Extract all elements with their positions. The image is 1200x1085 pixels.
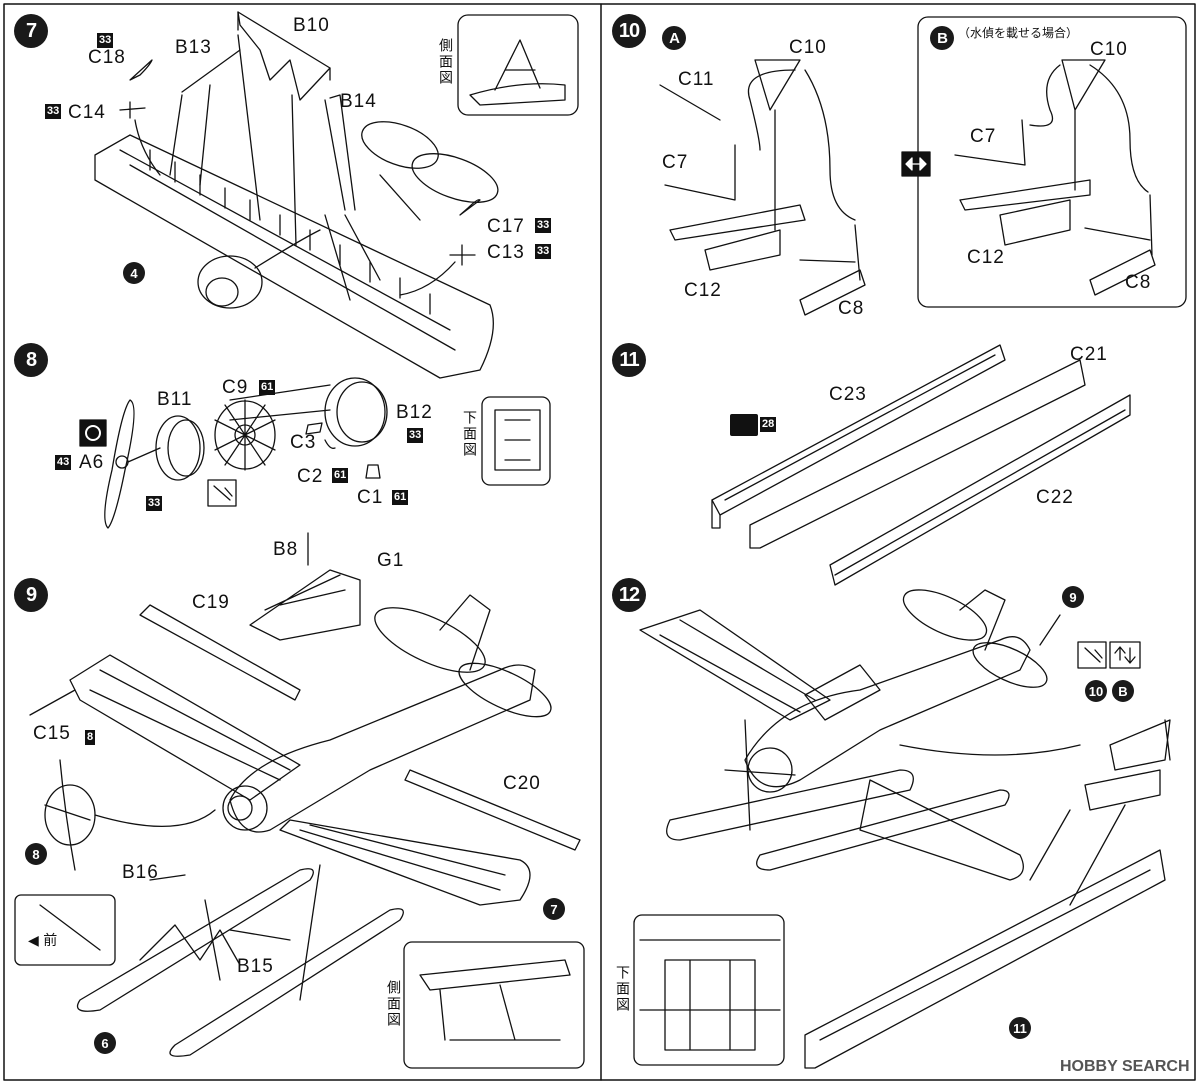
- step-ref-badge: 6: [94, 1032, 116, 1054]
- step12-glue-note: [1077, 641, 1107, 669]
- part-label: B13: [175, 37, 212, 58]
- part-label: C15: [33, 723, 71, 744]
- part-label: C10: [789, 37, 827, 58]
- step11-rails: [711, 344, 1131, 586]
- part-label: C12: [967, 247, 1005, 268]
- step12-updown-note: [1109, 641, 1141, 669]
- rotate-icon: [79, 419, 107, 447]
- part-label: C2: [297, 466, 324, 487]
- paint-code: 61: [259, 380, 276, 395]
- step9-side-view-art: [419, 959, 571, 1041]
- part-label: B8: [273, 539, 299, 560]
- step-11-badge: 11: [612, 343, 646, 377]
- part-label: C3: [290, 432, 317, 453]
- step12-aircraft: [639, 589, 1061, 881]
- paint-code: 43: [55, 455, 72, 470]
- part-label: B12: [396, 402, 433, 423]
- option-b-note: （水偵を載せる場合）: [958, 26, 1079, 40]
- paint-code: 61: [392, 490, 409, 505]
- step7-upper-wing: [94, 121, 499, 379]
- step-ref-badge: 8: [25, 843, 47, 865]
- part-label: C20: [503, 773, 541, 794]
- step-7-badge: 7: [14, 14, 48, 48]
- step7-struts: [119, 11, 481, 301]
- part-label: C11: [678, 69, 715, 90]
- paint-code: 61: [332, 468, 349, 483]
- part-label: C7: [970, 126, 997, 147]
- step8-engine: [104, 377, 388, 529]
- paint-code: 33: [407, 428, 424, 443]
- part-label: C10: [1090, 39, 1128, 60]
- step-ref-badge: 7: [543, 898, 565, 920]
- front-direction-note: ◀ 前: [28, 933, 58, 949]
- part-label: C17: [487, 216, 525, 237]
- part-label: C7: [662, 152, 689, 173]
- step-12-badge: 12: [612, 578, 646, 612]
- front-label: 前: [43, 933, 58, 949]
- step9-front-note-art: [39, 904, 101, 951]
- step10-catapult-a: [659, 59, 866, 316]
- part-label: C14: [68, 102, 106, 123]
- step9-front-note-frame: [14, 894, 116, 966]
- part-label: B15: [237, 956, 274, 977]
- bottom-view-caption: 下面図: [461, 410, 477, 458]
- step-9-badge: 9: [14, 578, 48, 612]
- side-view-caption: 側面図: [437, 38, 453, 86]
- paint-code: 33: [146, 496, 163, 511]
- part-label: B14: [340, 91, 377, 112]
- step7-side-view-art: [469, 39, 566, 106]
- part-label: B11: [157, 389, 193, 410]
- page-border: [3, 3, 1196, 1081]
- paint-code: 33: [535, 244, 552, 259]
- part-label: C22: [1036, 487, 1074, 508]
- paint-code: 33: [97, 33, 114, 48]
- step12-bottom-view-frame: [633, 914, 785, 1066]
- part-label: C19: [192, 592, 230, 613]
- part-label: G1: [377, 550, 405, 571]
- step-ref-badge: 9: [1062, 586, 1084, 608]
- step10-option-b-frame: [917, 16, 1187, 308]
- option-ref-badge: B: [1112, 680, 1134, 702]
- part-label: B10: [293, 15, 330, 36]
- part-label: C12: [684, 280, 722, 301]
- step10-catapult-b: [954, 59, 1156, 296]
- option-b-badge: B: [930, 26, 954, 50]
- part-label: C23: [829, 384, 867, 405]
- step-8-badge: 8: [14, 343, 48, 377]
- part-label: C9: [222, 377, 249, 398]
- step-ref-badge: 4: [123, 262, 145, 284]
- part-label: C21: [1070, 344, 1108, 365]
- part-label: C8: [1125, 272, 1152, 293]
- watermark: HOBBY SEARCH: [1060, 1058, 1190, 1075]
- part-label: B16: [122, 862, 159, 883]
- bottom-view-caption: 下面図: [614, 965, 630, 1013]
- option-a-badge: A: [662, 26, 686, 50]
- paint-code: 33: [45, 104, 62, 119]
- paint-code: 33: [535, 218, 552, 233]
- part-label: C18: [88, 47, 126, 68]
- step8-bottom-view-frame: [481, 396, 551, 486]
- paint-swatch-icon: [730, 414, 758, 436]
- step12-catapult: [804, 719, 1171, 1069]
- step-ref-badge: 11: [1009, 1017, 1031, 1039]
- step9-side-view-frame: [403, 941, 585, 1069]
- step8-bottom-view-art: [494, 409, 541, 471]
- part-label: A6: [79, 452, 105, 473]
- paint-code: 28: [760, 417, 777, 432]
- step-ref-badge: 10: [1085, 680, 1107, 702]
- side-view-caption: 側面図: [385, 980, 401, 1028]
- part-label: C1: [357, 487, 384, 508]
- arrow-swap-glyph: [905, 157, 927, 171]
- step9-fuselage: [29, 532, 581, 1057]
- step12-bottom-view-art: [639, 939, 781, 1051]
- step-10-badge: 10: [612, 14, 646, 48]
- step7-side-view-frame: [457, 14, 579, 116]
- paint-code: 8: [85, 730, 96, 745]
- part-label: C8: [838, 298, 865, 319]
- part-label: C13: [487, 242, 525, 263]
- step8-glue-note: [207, 479, 237, 507]
